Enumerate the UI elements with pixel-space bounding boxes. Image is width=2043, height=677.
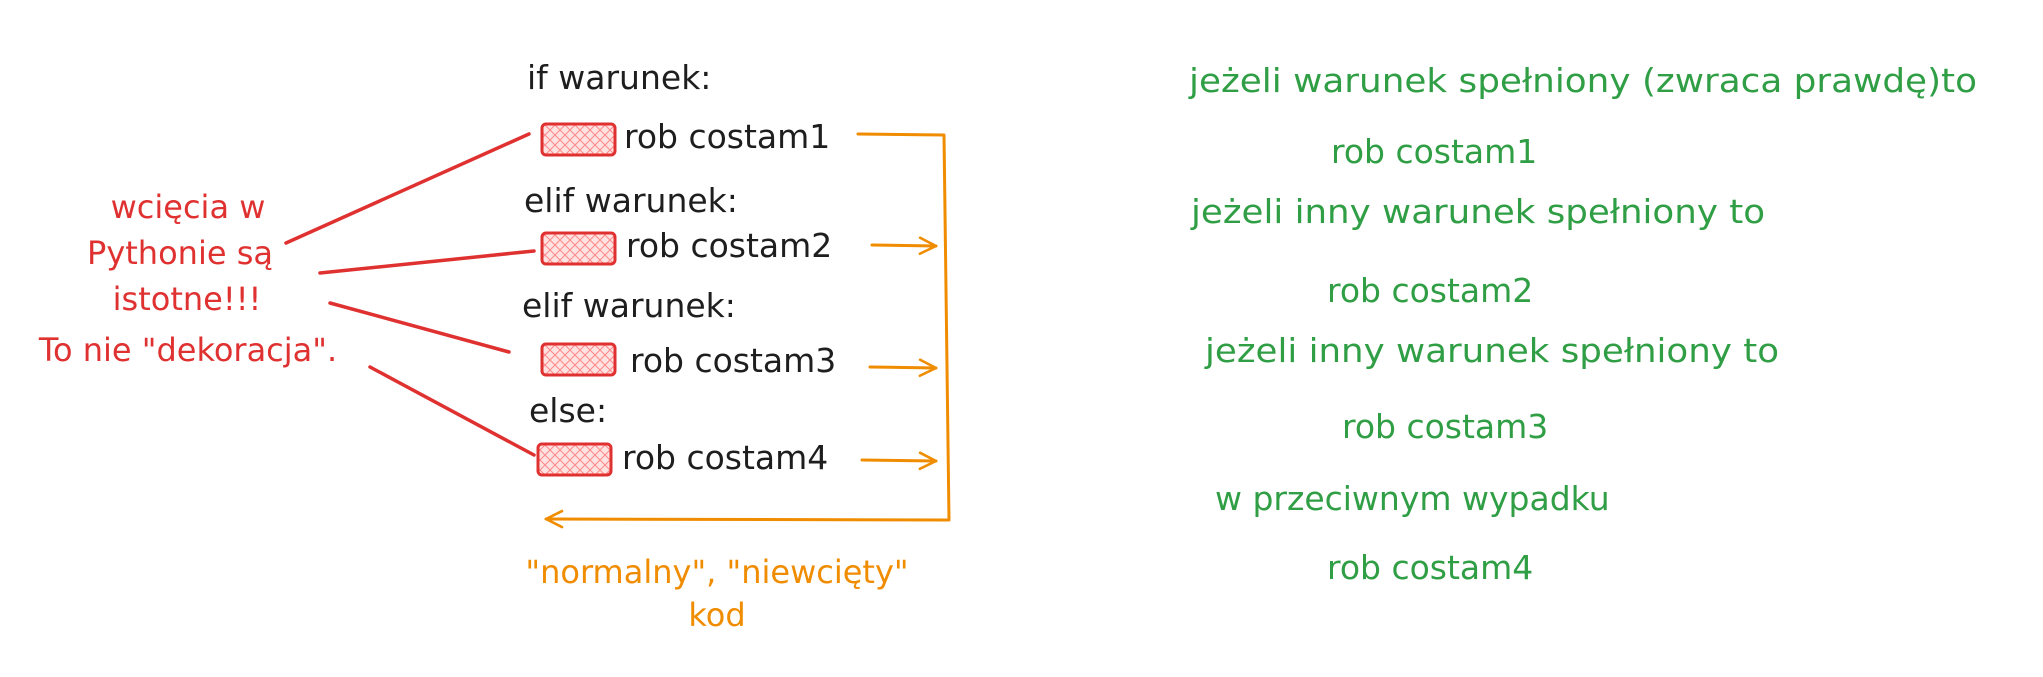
flow-note-line-1: "normalny", "niewcięty" xyxy=(525,553,908,591)
action-1-text: rob costam1 xyxy=(624,117,830,156)
action-2-text: rob costam2 xyxy=(626,226,832,265)
indentation-note: wcięcia w Pythonie są istotne!!! To nie … xyxy=(38,132,536,457)
explanation-line-7: w przeciwnym wypadku xyxy=(1215,479,1610,518)
indent-note-line-4: To nie "dekoracja". xyxy=(38,331,337,369)
flow-arrow-4 xyxy=(860,451,938,471)
flow-note-line-2: kod xyxy=(688,596,745,634)
explanation-line-5: jeżeli inny warunek spełniony to xyxy=(1204,331,1779,370)
explanation-block: jeżeli warunek spełniony (zwraca prawdę)… xyxy=(1188,61,1977,587)
indent-pointer-4 xyxy=(368,365,536,457)
flow-arrow-2 xyxy=(870,236,938,256)
indent-pointer-3 xyxy=(328,301,511,354)
indent-box-1 xyxy=(540,122,617,157)
indent-pointer-2 xyxy=(318,249,536,275)
indent-box-3 xyxy=(540,342,617,377)
code-block: if warunek: rob costam1 elif warunek: ro… xyxy=(522,58,836,477)
explanation-line-4: rob costam2 xyxy=(1327,271,1533,310)
flow-arrow-3 xyxy=(868,358,938,378)
explanation-line-1: jeżeli warunek spełniony (zwraca prawdę)… xyxy=(1188,61,1977,100)
indent-box-2 xyxy=(540,231,617,266)
action-4-text: rob costam4 xyxy=(622,438,828,477)
explanation-line-2: rob costam1 xyxy=(1331,132,1537,171)
indent-note-line-1: wcięcia w xyxy=(111,188,266,226)
elif-line-2: elif warunek: xyxy=(522,286,736,325)
indent-note-line-3: istotne!!! xyxy=(113,280,262,318)
indent-box-4 xyxy=(536,442,613,477)
indent-pointer-1 xyxy=(284,132,531,245)
else-line: else: xyxy=(529,391,607,430)
explanation-line-3: jeżeli inny warunek spełniony to xyxy=(1190,192,1765,231)
explanation-line-6: rob costam3 xyxy=(1342,407,1548,446)
explanation-line-8: rob costam4 xyxy=(1327,548,1533,587)
flow-arrows: "normalny", "niewcięty" kod xyxy=(525,132,951,634)
action-3-text: rob costam3 xyxy=(630,341,836,380)
flow-exit-arrow xyxy=(544,132,951,529)
indent-note-line-2: Pythonie są xyxy=(87,234,273,272)
elif-line-1: elif warunek: xyxy=(524,181,738,220)
if-line: if warunek: xyxy=(527,58,711,97)
